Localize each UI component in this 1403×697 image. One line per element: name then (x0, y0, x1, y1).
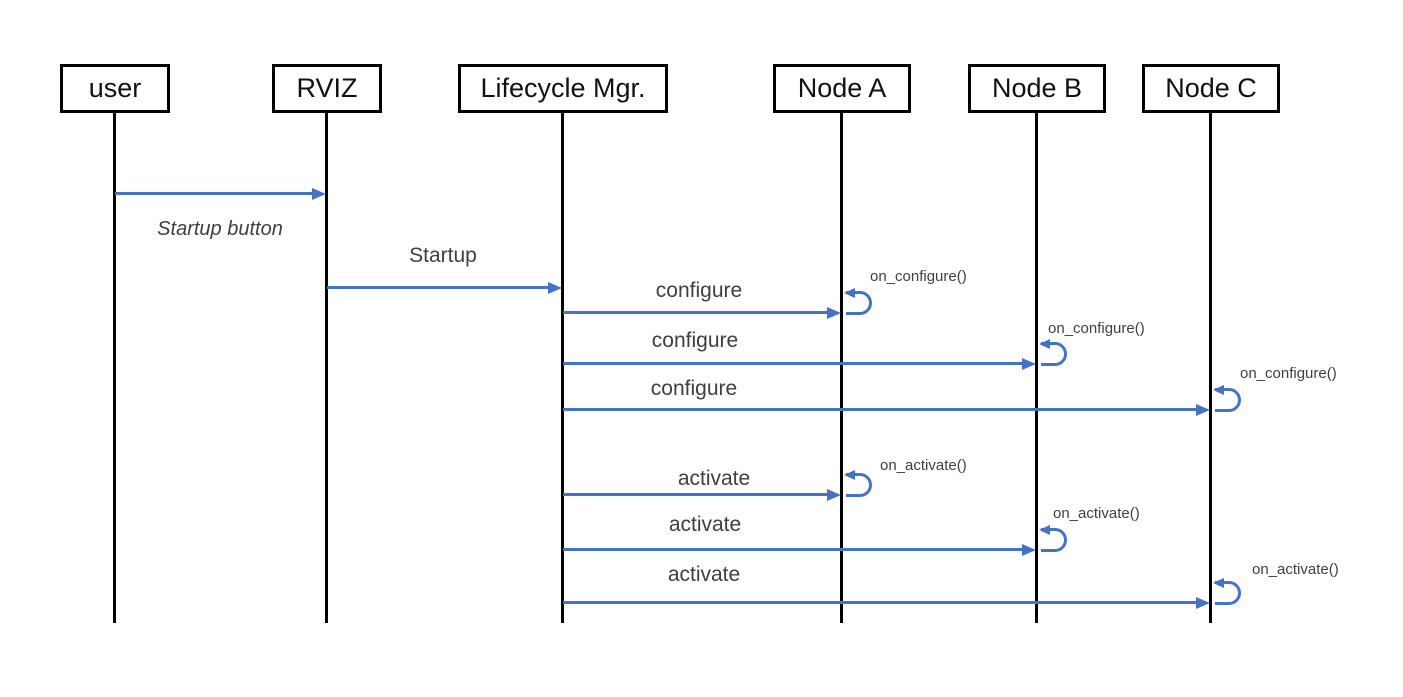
actor-box-lifecycle-mgr: Lifecycle Mgr. (458, 64, 668, 113)
actor-label: user (88, 73, 142, 103)
arrowhead-icon (1022, 358, 1036, 370)
actor-box-rviz: RVIZ (272, 64, 382, 113)
self-call-arrowhead-icon (1213, 385, 1224, 395)
message-label: activate (667, 563, 741, 586)
self-call-arrowhead-icon (844, 470, 855, 480)
lifeline-user (113, 113, 116, 623)
message-line-configure-b (563, 362, 1027, 365)
lifeline-rviz (325, 113, 328, 623)
message-label: Startup button (157, 218, 283, 240)
self-call-label: on_configure() (1048, 320, 1145, 337)
actor-box-user: user (60, 64, 170, 113)
self-call-arrowhead-icon (1039, 525, 1050, 535)
message-line-configure-c (563, 408, 1201, 411)
message-line-activate-b (563, 548, 1027, 551)
arrowhead-icon (1022, 544, 1036, 556)
message-label: configure (651, 329, 739, 352)
actor-box-node-c: Node C (1142, 64, 1280, 113)
self-call-loop-icon (1041, 528, 1067, 552)
arrowhead-icon (1196, 597, 1210, 609)
actor-box-node-b: Node B (968, 64, 1106, 113)
arrowhead-icon (312, 188, 326, 200)
actor-label: Node C (1165, 73, 1257, 103)
self-call-loop-icon (1215, 581, 1241, 605)
self-call-label: on_activate() (1252, 561, 1339, 578)
self-call-loop-icon (846, 291, 872, 315)
self-call-loop-icon (1041, 342, 1067, 366)
self-call-label: on_configure() (870, 268, 967, 285)
message-label: activate (668, 513, 742, 536)
message-line-configure-a (563, 311, 832, 314)
lifeline-node-b (1035, 113, 1038, 623)
message-label: configure (655, 279, 743, 302)
actor-label: Lifecycle Mgr. (480, 73, 646, 103)
message-line-activate-a (563, 493, 832, 496)
self-call-arrowhead-icon (1213, 578, 1224, 588)
self-call-loop-icon (846, 473, 872, 497)
self-call-label: on_configure() (1240, 365, 1337, 382)
message-line-activate-c (563, 601, 1201, 604)
lifeline-node-a (840, 113, 843, 623)
self-call-label: on_activate() (880, 457, 967, 474)
arrowhead-icon (1196, 404, 1210, 416)
self-call-label: on_activate() (1053, 505, 1140, 522)
arrowhead-icon (827, 307, 841, 319)
arrowhead-icon (548, 282, 562, 294)
self-call-arrowhead-icon (1039, 339, 1050, 349)
self-call-loop-icon (1215, 388, 1241, 412)
message-label: Startup (409, 244, 477, 267)
lifeline-lifecycle-mgr (561, 113, 564, 623)
message-line-startup-button (115, 192, 317, 195)
actor-label: RVIZ (296, 73, 358, 103)
message-label: activate (677, 467, 751, 490)
lifeline-node-c (1209, 113, 1212, 623)
message-line-startup (327, 286, 553, 289)
actor-label: Node A (797, 73, 887, 103)
message-label: configure (650, 377, 738, 400)
arrowhead-icon (827, 489, 841, 501)
actor-box-node-a: Node A (773, 64, 911, 113)
self-call-arrowhead-icon (844, 288, 855, 298)
actor-label: Node B (991, 73, 1083, 103)
